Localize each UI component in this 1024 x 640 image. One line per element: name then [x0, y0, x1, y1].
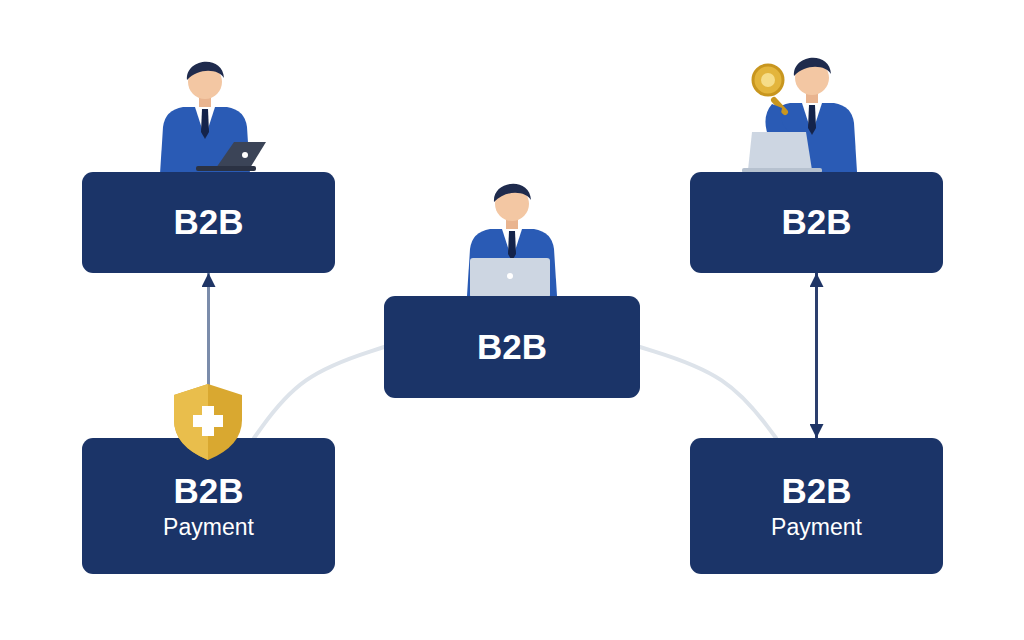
- coin-icon: [761, 73, 775, 87]
- person-tie: [808, 105, 816, 135]
- person-tie: [201, 109, 209, 139]
- person-tie: [508, 231, 516, 261]
- person-illustration: [767, 58, 857, 172]
- laptop-icon: [196, 142, 266, 171]
- shield-cross: [193, 415, 223, 427]
- laptop-screen: [470, 258, 550, 298]
- process-box: B2B: [690, 172, 943, 273]
- laptop-logo: [242, 152, 248, 158]
- person-head: [495, 187, 529, 221]
- person-illustration: [160, 62, 250, 174]
- box-subtitle: Payment: [771, 515, 862, 540]
- magnifier-handle: [774, 100, 785, 112]
- process-box: B2B Payment: [82, 438, 335, 574]
- person-illustration: [467, 184, 557, 296]
- magnifier-lens: [753, 65, 783, 95]
- box-title: B2B: [477, 328, 547, 367]
- person-shirt: [195, 107, 215, 138]
- curved-connector: [640, 347, 776, 438]
- person-hair: [794, 58, 831, 76]
- laptop-logo: [507, 273, 513, 279]
- box-title: B2B: [781, 203, 851, 242]
- person-suit: [160, 107, 250, 174]
- person-suit: [767, 103, 857, 172]
- process-box: B2B: [384, 296, 640, 398]
- person-neck: [506, 216, 518, 230]
- curved-connector: [254, 347, 384, 438]
- arrow-connector: [815, 273, 818, 438]
- person-head: [795, 61, 829, 95]
- person-arm: [765, 104, 790, 140]
- laptop-icon: [742, 132, 822, 173]
- box-title: B2B: [781, 472, 851, 511]
- box-title: B2B: [173, 203, 243, 242]
- person-head: [188, 65, 222, 99]
- person-shirt: [802, 103, 822, 134]
- laptop-screen: [748, 132, 812, 170]
- shield-cross: [202, 406, 214, 436]
- laptop-base: [196, 166, 256, 171]
- person-shirt: [502, 229, 522, 260]
- laptop-screen: [216, 142, 266, 168]
- process-box: B2B: [82, 172, 335, 273]
- box-subtitle: Payment: [163, 515, 254, 540]
- laptop-icon: [470, 258, 550, 298]
- arrow-connector: [207, 273, 210, 438]
- person-neck: [806, 90, 818, 104]
- person-suit: [467, 229, 557, 296]
- box-title: B2B: [173, 472, 243, 511]
- person-hair: [187, 62, 224, 80]
- person-neck: [199, 94, 211, 108]
- person-hair: [494, 184, 531, 202]
- process-box: B2B Payment: [690, 438, 943, 574]
- magnifier-coin: [753, 65, 790, 140]
